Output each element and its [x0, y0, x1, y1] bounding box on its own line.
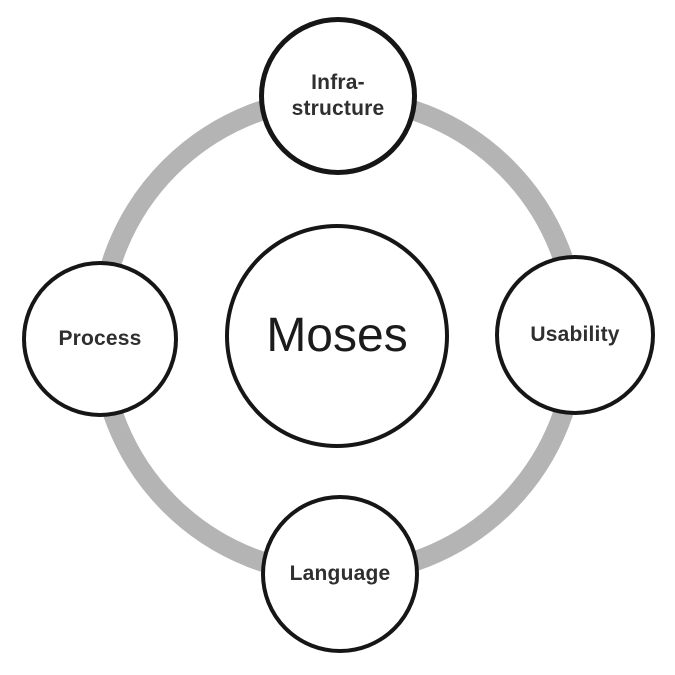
- node-infrastructure: Infra- structure: [259, 17, 417, 175]
- node-infrastructure-label-line2: structure: [291, 97, 385, 120]
- node-language-label: Language: [289, 562, 391, 585]
- node-infrastructure-label-line1: Infra-: [311, 71, 365, 94]
- node-process: Process: [22, 261, 178, 417]
- node-language: Language: [261, 495, 419, 653]
- node-usability: Usability: [495, 255, 655, 415]
- node-moses-label: Moses: [266, 309, 408, 362]
- node-process-label: Process: [58, 327, 142, 350]
- node-moses: Moses: [225, 224, 449, 448]
- node-usability-label: Usability: [530, 323, 620, 346]
- node-infrastructure-label: Infra- structure: [292, 70, 385, 122]
